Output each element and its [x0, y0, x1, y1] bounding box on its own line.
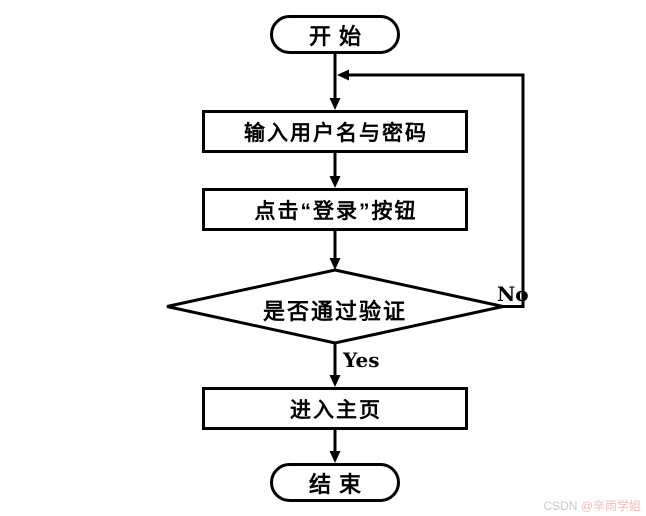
node-enter-home: 进入主页: [202, 387, 468, 430]
node-end-label: 结束: [308, 471, 369, 497]
node-click-login-label: 点击“登录”按钮: [254, 199, 418, 223]
arrowhead-no-loop: [337, 69, 349, 81]
node-end: 结束: [270, 463, 400, 502]
watermark-site-label: CSDN: [543, 499, 581, 513]
node-input-credentials: 输入用户名与密码: [202, 110, 468, 153]
node-click-login: 点击“登录”按钮: [202, 188, 468, 231]
node-start: 开始: [270, 15, 400, 54]
node-verify-label: 是否通过验证: [262, 299, 407, 324]
node-start-label: 开始: [308, 23, 369, 49]
arrowhead-home-end: [329, 451, 341, 463]
arrowhead-input-click: [329, 176, 341, 188]
arrowhead-start-input: [329, 98, 341, 110]
edge-label-no: No: [497, 282, 529, 306]
node-enter-home-label: 进入主页: [290, 398, 382, 422]
arrowhead-click-verify: [329, 258, 341, 270]
edge-label-yes: Yes: [343, 348, 380, 372]
watermark-author-handle: @辛雨学姐: [580, 499, 641, 513]
arrowhead-verify-home: [329, 375, 341, 387]
edge-no-loop: [348, 73, 525, 308]
watermark: CSDN @辛雨学姐: [543, 500, 641, 512]
node-input-credentials-label: 输入用户名与密码: [244, 121, 428, 145]
